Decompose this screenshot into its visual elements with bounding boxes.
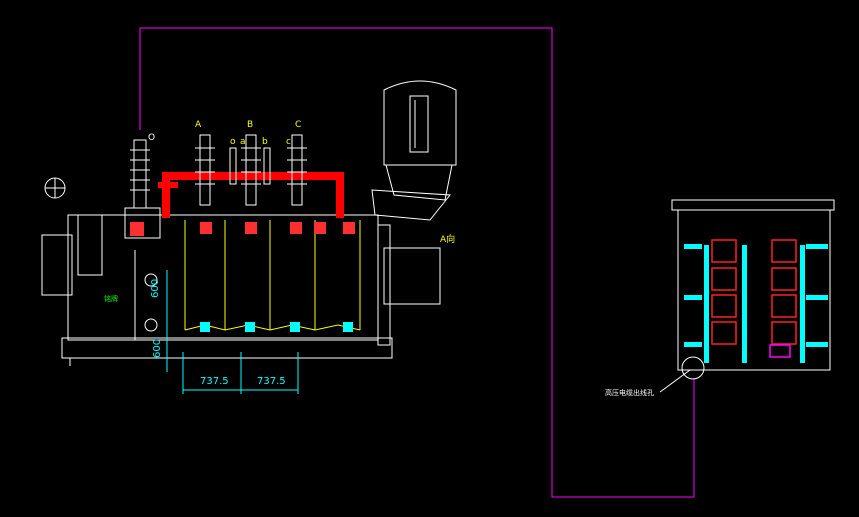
hv-bushing-a: [195, 134, 215, 206]
dim-bay2: 737.5: [257, 376, 286, 387]
nameplate-text: 铭牌: [104, 295, 118, 303]
hv-bushing-c: [287, 134, 307, 206]
label-o: O: [148, 133, 156, 143]
cable-note: 高压电缆出线孔: [605, 389, 654, 397]
leader-line: [659, 369, 691, 393]
dim-bay1: 737.5: [200, 376, 229, 387]
main-tank: [41, 177, 441, 366]
core-legs: [184, 220, 361, 331]
lv-bus: [158, 172, 344, 218]
cabinet-view: [671, 199, 835, 380]
dim-v2: 600: [152, 338, 163, 358]
label-a-lv: a: [240, 137, 246, 147]
cabinet-meter: [769, 344, 791, 358]
cabinet-breakers: [711, 239, 797, 345]
conservator: [371, 80, 457, 221]
dim-v1: 600: [150, 278, 161, 298]
hv-bushing-b: [229, 134, 271, 206]
label-c-lv: c: [286, 137, 291, 147]
label-b-lv: b: [262, 137, 268, 147]
label-b: B: [247, 120, 254, 130]
cabinet-busbars: [684, 244, 828, 363]
view-label: A向: [440, 235, 456, 245]
hv-bushing-o: [130, 139, 150, 209]
label-a: A: [195, 120, 202, 130]
label-c: C: [295, 120, 302, 130]
label-o-lv: o: [230, 137, 236, 147]
winding-clamps: [130, 222, 355, 236]
lower-clamps: [200, 322, 353, 332]
dimension-lines: [166, 270, 299, 394]
cable-route: [139, 27, 695, 498]
